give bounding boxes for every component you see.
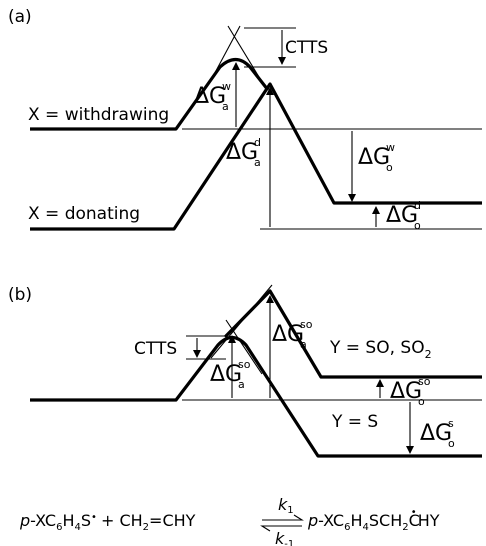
dg-a-d-sub: a [254, 156, 261, 169]
eq-dot: • [91, 512, 97, 523]
dg-o-d-sub: o [414, 219, 421, 232]
eq-lhs-6: 6 [56, 522, 62, 533]
km1-sub: -1 [284, 539, 294, 546]
eq-lhs-4: 4 [75, 522, 81, 533]
withdrawing-intersect-line-left [209, 25, 241, 83]
eq-rhs-dot: • [411, 507, 417, 518]
eq-lhs-2: H [62, 511, 74, 530]
dg-a-d-sup: d [254, 136, 261, 149]
ctts-label-a: CTTS [285, 38, 328, 58]
dg-o-so-sub: o [418, 395, 425, 408]
eq-rhs-end: HY [418, 511, 440, 530]
dg-a-so-lower-sub: a [238, 378, 245, 391]
eq-ch-sub: 2 [143, 522, 149, 533]
dg-o-d-sup: d [414, 199, 421, 212]
forward-arrow [262, 514, 304, 521]
eq-rhs-3: SCH [369, 511, 402, 530]
dg-a-so-upper-sub: a [300, 338, 307, 351]
dg-o-s-sub: o [448, 437, 455, 450]
dg-o-w-main: ΔG [358, 145, 390, 170]
dg-o-s-sup: s [448, 417, 454, 430]
eq-rhs-2: H [350, 511, 362, 530]
k1-sub: 1 [287, 505, 293, 516]
dg-o-w-sub: o [386, 161, 393, 174]
withdrawing-intersect-line-right [227, 25, 263, 83]
eq-lhs-3: S [81, 511, 91, 530]
dg-a-d-main: ΔG [226, 140, 258, 165]
y-so-sub: 2 [425, 348, 432, 361]
k1-main: k [278, 495, 288, 514]
panel-a-label: (a) [8, 7, 32, 27]
panel-b-label: (b) [8, 285, 32, 305]
dg-a-w-sub: a [222, 100, 229, 113]
reaction-equation-right: p-XC6H4SCH2C•HY [307, 507, 440, 533]
donating-label: X = donating [28, 204, 140, 224]
eq-lhs-1: -XC [30, 511, 56, 530]
dg-o-so-main: ΔG [390, 379, 422, 404]
reaction-equation-left: p-XC6H4S• + CH2=CHY [19, 511, 196, 533]
donating-profile [30, 82, 482, 231]
eq-rhs-1: -XC [318, 511, 344, 530]
y-so-text: Y = SO, SO [329, 338, 425, 358]
dg-o-w-sup: w [386, 141, 395, 154]
dg-a-so-lower-sup: so [238, 358, 251, 371]
k1-label: k1 [278, 495, 294, 516]
eq-plus: + CH [101, 511, 143, 530]
km1-main: k [275, 529, 285, 546]
y-so-label: Y = SO, SO2 [329, 338, 432, 361]
dg-o-s-main: ΔG [420, 421, 452, 446]
km1-label: k-1 [275, 529, 294, 546]
dg-o-so-sup: so [418, 375, 431, 388]
reverse-arrow [260, 525, 302, 532]
y-so-intersect-line [210, 284, 273, 359]
dg-a-so-upper-main: ΔG [272, 322, 304, 347]
dg-o-d-main: ΔG [386, 203, 418, 228]
y-s-intersect-line [225, 319, 263, 375]
dg-a-so-upper-sup: so [300, 318, 313, 331]
dg-a-w-sup: w [222, 80, 231, 93]
eq-rhs-sub2: 2 [402, 522, 408, 533]
eq-rest: =CHY [149, 511, 196, 530]
ctts-label-b: CTTS [134, 339, 177, 359]
y-s-label: Y = S [331, 412, 378, 432]
eq-rhs-6: 6 [344, 522, 350, 533]
eq-rhs-4: 4 [363, 522, 369, 533]
eq-rhs-c: C [409, 511, 420, 530]
dg-a-so-lower-main: ΔG [210, 362, 242, 387]
y-so-profile [223, 289, 482, 379]
eq-lhs-p: p [19, 511, 30, 530]
withdrawing-label: X = withdrawing [28, 105, 169, 125]
withdrawing-profile [30, 57, 270, 131]
dg-a-w-main: ΔG [194, 84, 226, 109]
eq-rhs-p: p [307, 511, 318, 530]
